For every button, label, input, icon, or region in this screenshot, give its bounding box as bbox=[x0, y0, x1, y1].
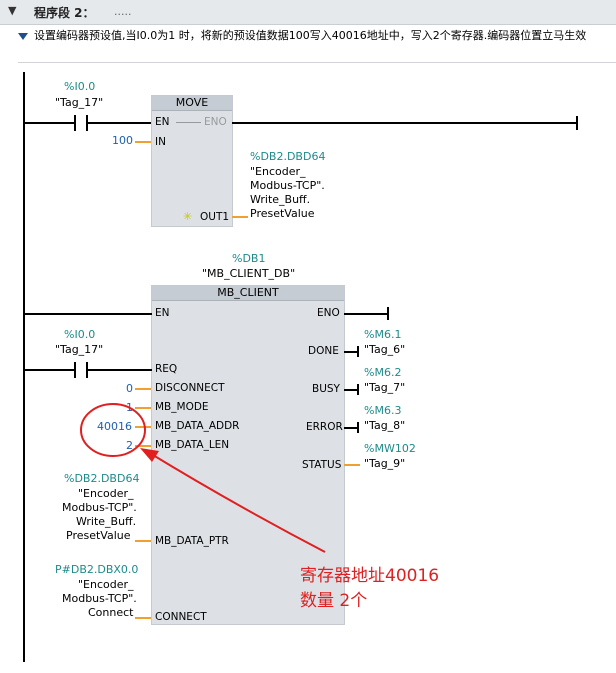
contact1-address[interactable]: %I0.0 bbox=[64, 80, 96, 93]
req-wire-left bbox=[24, 369, 74, 371]
mb-client-error-pin[interactable]: ERROR bbox=[306, 421, 343, 433]
mb-client-en-pin[interactable]: EN bbox=[155, 307, 170, 319]
move-out-tag-2[interactable]: Modbus-TCP". bbox=[250, 179, 325, 192]
busy-tag[interactable]: "Tag_7" bbox=[364, 381, 406, 394]
done-address[interactable]: %M6.1 bbox=[364, 328, 402, 341]
annotation-text-line2: 数量 2个 bbox=[300, 591, 368, 611]
move-out-address[interactable]: %DB2.DBD64 bbox=[250, 150, 326, 163]
connect-wire bbox=[135, 617, 151, 619]
move-eno-pin[interactable]: ENO bbox=[204, 116, 227, 128]
move-in-wire bbox=[135, 141, 151, 143]
mb-client-mb-data-len-pin[interactable]: MB_DATA_LEN bbox=[155, 439, 230, 451]
status-tag[interactable]: "Tag_9" bbox=[364, 457, 406, 470]
req-contact-tag[interactable]: "Tag_17" bbox=[55, 343, 104, 356]
move-out-tag-1[interactable]: "Encoder_ bbox=[250, 165, 306, 178]
move-out1-wire bbox=[232, 216, 248, 218]
mb-data-ptr-tag-4[interactable]: Write_Buff. bbox=[76, 515, 137, 528]
status-wire bbox=[344, 464, 360, 466]
annotation-text-line1: 寄存器地址40016 bbox=[300, 566, 440, 586]
connect-tag-4[interactable]: Connect bbox=[88, 606, 134, 619]
mb-data-ptr-wire bbox=[135, 540, 151, 542]
mb-client-mb-data-addr-pin[interactable]: MB_DATA_ADDR bbox=[155, 420, 240, 432]
mb-data-len-wire bbox=[135, 445, 151, 447]
mb-client-connect-pin[interactable]: CONNECT bbox=[155, 611, 207, 623]
out1-warning-icon: ✳ bbox=[183, 210, 193, 223]
move-out-tag-3[interactable]: Write_Buff. bbox=[250, 193, 311, 206]
power-rail bbox=[23, 72, 25, 662]
rung1-wire-mid bbox=[88, 122, 152, 124]
annotation-arrow-head bbox=[140, 448, 159, 462]
disconnect-wire bbox=[135, 388, 151, 390]
mb-data-ptr-tag-5[interactable]: PresetValue bbox=[66, 529, 131, 542]
error-tag[interactable]: "Tag_8" bbox=[364, 419, 406, 432]
error-wire bbox=[344, 427, 358, 429]
req-wire-right bbox=[88, 369, 152, 371]
network-comment[interactable]: 设置编码器预设值,当I0.0为1 时，将新的预设值数据100写入40016地址中… bbox=[34, 29, 587, 42]
annotation-arrow-line bbox=[147, 451, 326, 553]
mb-client-mb-data-ptr-pin[interactable]: MB_DATA_PTR bbox=[155, 535, 229, 547]
rung2-eno-end-tick bbox=[387, 307, 389, 320]
mb-client-disconnect-pin[interactable]: DISCONNECT bbox=[155, 382, 225, 394]
move-block-title: MOVE bbox=[152, 96, 232, 111]
contact1-left-bar[interactable] bbox=[74, 115, 76, 131]
error-end-tick bbox=[357, 422, 359, 433]
move-in-value[interactable]: 100 bbox=[112, 134, 133, 147]
done-wire bbox=[344, 351, 358, 353]
network-title-placeholder[interactable]: ..... bbox=[114, 5, 132, 18]
network-header[interactable]: ▼ 程序段 2： ..... bbox=[0, 0, 616, 25]
rung2-eno-wire bbox=[344, 313, 388, 315]
done-end-tick bbox=[357, 346, 359, 357]
network-title: 程序段 2： bbox=[34, 6, 95, 20]
req-contact-right-bar[interactable] bbox=[86, 362, 88, 378]
comment-toggle-icon[interactable] bbox=[18, 33, 28, 40]
mb-data-ptr-tag-2[interactable]: "Encoder_ bbox=[78, 487, 134, 500]
req-contact-left-bar[interactable] bbox=[74, 362, 76, 378]
rung1-end-tick bbox=[576, 116, 578, 130]
mb-data-addr-wire bbox=[135, 426, 151, 428]
busy-address[interactable]: %M6.2 bbox=[364, 366, 402, 379]
connect-tag-2[interactable]: "Encoder_ bbox=[78, 578, 134, 591]
mb-client-busy-pin[interactable]: BUSY bbox=[312, 383, 340, 395]
mb-client-db-name[interactable]: "MB_CLIENT_DB" bbox=[202, 267, 296, 280]
busy-end-tick bbox=[357, 384, 359, 395]
move-en-pin[interactable]: EN bbox=[155, 116, 170, 128]
error-address[interactable]: %M6.3 bbox=[364, 404, 402, 417]
comment-separator bbox=[18, 62, 616, 63]
rung2-en-wire bbox=[24, 313, 152, 315]
disconnect-value[interactable]: 0 bbox=[126, 382, 133, 395]
mb-client-block-title: MB_CLIENT bbox=[152, 286, 344, 301]
busy-wire bbox=[344, 389, 358, 391]
mb-data-addr-value[interactable]: 40016 bbox=[97, 420, 132, 433]
mb-data-len-value[interactable]: 2 bbox=[126, 439, 133, 452]
mb-data-ptr-tag-1[interactable]: %DB2.DBD64 bbox=[64, 472, 140, 485]
mb-client-done-pin[interactable]: DONE bbox=[308, 345, 339, 357]
move-out-tag-4[interactable]: PresetValue bbox=[250, 207, 315, 220]
mb-client-req-pin[interactable]: REQ bbox=[155, 363, 178, 375]
rung1-wire-right bbox=[232, 122, 578, 124]
done-tag[interactable]: "Tag_6" bbox=[364, 343, 406, 356]
mb-client-block[interactable] bbox=[151, 285, 345, 625]
status-address[interactable]: %MW102 bbox=[364, 442, 416, 455]
req-contact-address[interactable]: %I0.0 bbox=[64, 328, 96, 341]
annotation-ellipse bbox=[80, 403, 146, 457]
mb-client-db-address[interactable]: %DB1 bbox=[232, 252, 266, 265]
move-out1-pin[interactable]: OUT1 bbox=[200, 211, 230, 223]
mb-client-status-pin[interactable]: STATUS bbox=[302, 459, 342, 471]
mb-client-eno-pin[interactable]: ENO bbox=[317, 307, 340, 319]
move-in-pin[interactable]: IN bbox=[155, 136, 166, 148]
rung1-wire-left bbox=[24, 122, 74, 124]
mb-data-ptr-tag-3[interactable]: Modbus-TCP". bbox=[62, 501, 137, 514]
connect-tag-1[interactable]: P#DB2.DBX0.0 bbox=[55, 563, 139, 576]
connect-tag-3[interactable]: Modbus-TCP". bbox=[62, 592, 137, 605]
contact1-right-bar[interactable] bbox=[86, 115, 88, 131]
move-en-eno-link bbox=[176, 122, 201, 123]
mb-mode-wire bbox=[135, 407, 151, 409]
contact1-tag[interactable]: "Tag_17" bbox=[55, 96, 104, 109]
move-block[interactable] bbox=[151, 95, 233, 227]
mb-client-mb-mode-pin[interactable]: MB_MODE bbox=[155, 401, 209, 413]
collapse-chevron-icon[interactable]: ▼ bbox=[8, 4, 17, 17]
